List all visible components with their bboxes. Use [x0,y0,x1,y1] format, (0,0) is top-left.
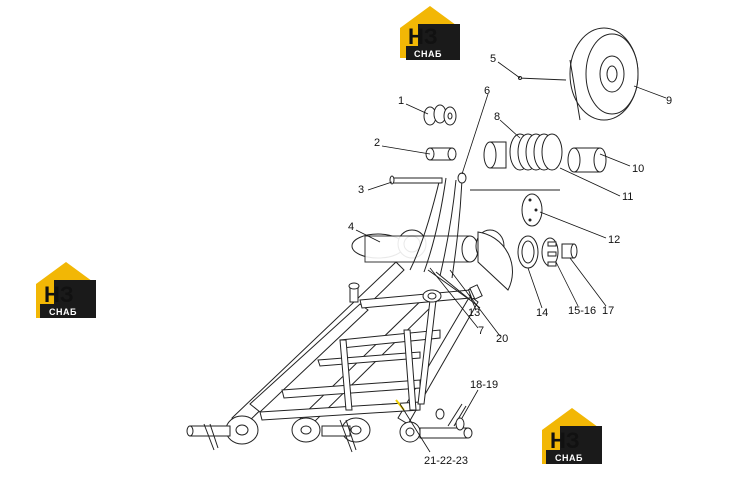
callout-12: 12 [608,234,620,246]
logo-subtitle: СНАБ [555,453,583,463]
part-9-pulley [569,27,639,121]
part-3-pin [389,175,443,185]
brand-logo-bottom: НЗ СНАБ [542,408,602,464]
part-12-flange [521,193,543,227]
callout-6: 6 [484,85,490,97]
callout-4: 4 [348,221,354,233]
part-18-19-pin [455,417,465,431]
callout-14: 14 [536,307,548,319]
logo-subtitle: СНАБ [49,307,77,317]
logo-letters: НЗ [44,282,74,307]
logo-letters: НЗ [408,24,438,49]
part-17-cap [561,243,578,259]
brand-logo-left: НЗ СНАБ [36,262,96,318]
callout-5: 5 [490,53,496,65]
part-8-ring-set [470,133,607,191]
callout-labels: 1 2 3 4 5 6 7 8 9 10 11 12 13 14 15-16 1… [348,53,672,467]
part-2-bushing [425,147,457,161]
part-14-ring [517,235,539,269]
part-13-plate [469,284,483,300]
part-15-16-bolts [541,237,559,267]
callout-15-16: 15-16 [568,305,596,317]
leader-lines [355,61,667,453]
callout-21-22-23: 21-22-23 [424,455,468,467]
callout-20: 20 [496,333,508,345]
part-6-nut [457,172,467,184]
callout-13: 13 [468,307,480,319]
callout-3: 3 [358,184,364,196]
logo-letters: НЗ [550,428,580,453]
callout-1: 1 [398,95,404,107]
callout-9: 9 [666,95,672,107]
callout-17: 17 [602,305,614,317]
callout-2: 2 [374,137,380,149]
callout-11: 11 [622,191,633,203]
pivot-assemblies [186,403,473,453]
logo-subtitle: СНАБ [414,49,442,59]
part-1-shims [423,104,457,126]
brand-logo-top: НЗ СНАБ [400,6,460,60]
callout-8: 8 [494,111,500,123]
callout-10: 10 [632,163,644,175]
callout-18-19: 18-19 [470,379,498,391]
callout-7: 7 [478,325,484,337]
part-5-shaft [517,76,567,81]
